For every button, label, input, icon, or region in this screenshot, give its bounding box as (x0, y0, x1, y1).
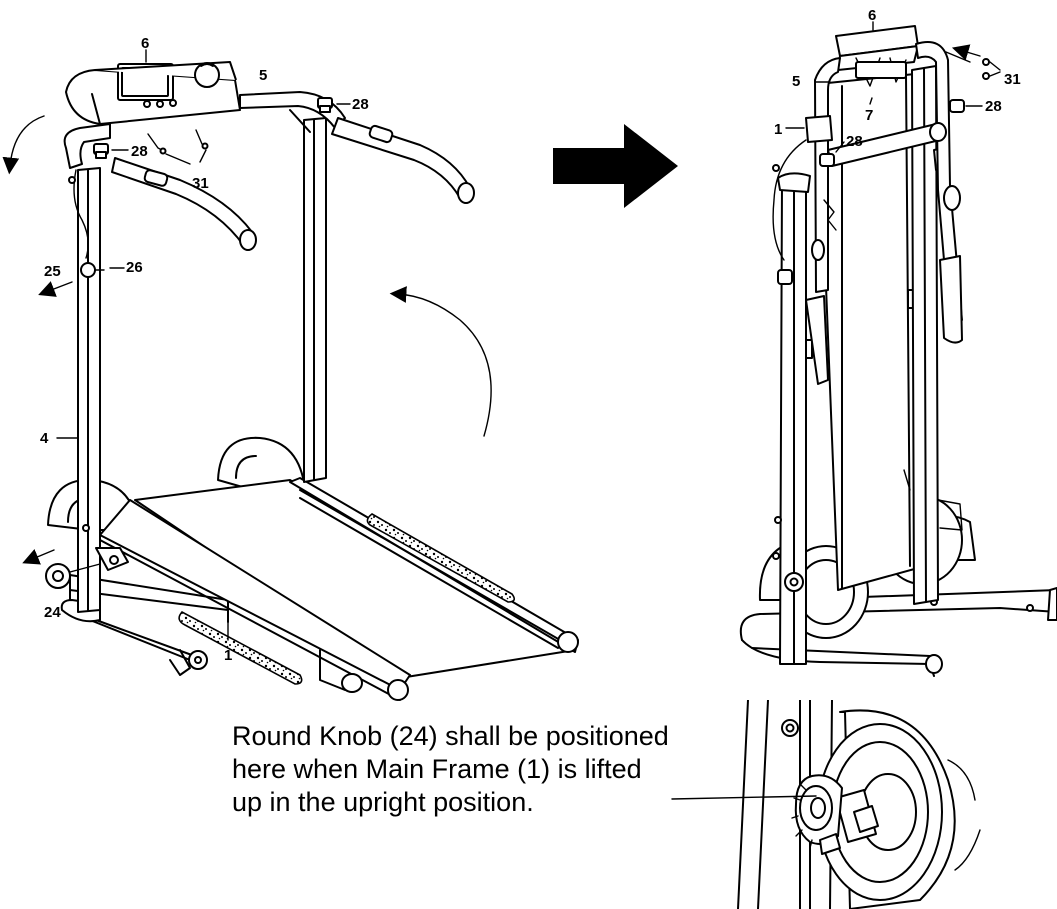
console-cable (68, 169, 89, 259)
folded-cable (772, 139, 807, 261)
folded-left-upright (777, 172, 811, 665)
callout-knob-top-right: 28 (352, 96, 369, 113)
callout-bracket: 7 (865, 107, 873, 124)
knob-28-left (93, 143, 129, 159)
callout-labels: 6 5 28 28 31 25 26 4 24 1 6 5 31 7 28 1 … (40, 7, 1021, 664)
callout-knob-top-left: 28 (131, 143, 148, 160)
running-deck (99, 477, 579, 701)
folded-console (835, 25, 919, 87)
console (65, 61, 241, 125)
left-upright (77, 167, 101, 613)
unfolded-treadmill (2, 49, 579, 701)
callout-console-left: 6 (141, 35, 149, 52)
transition-arrow (553, 124, 678, 208)
folded-round-knob (772, 516, 804, 592)
folded-handlebars (805, 41, 963, 385)
knob-28-right (317, 97, 351, 113)
callout-upright-right: 26 (126, 259, 143, 276)
callout-round-knob: 24 (44, 604, 61, 621)
callout-screws-left: 31 (192, 175, 209, 192)
instruction-caption: Round Knob (24) shall be positioned here… (232, 721, 669, 817)
callout-screws-right: 31 (1004, 71, 1021, 88)
screws-31 (147, 129, 209, 165)
callout-pin: 25 (44, 263, 61, 280)
folded-screws-31 (945, 44, 1001, 80)
callout-handlebar-right: 5 (792, 73, 800, 90)
fold-direction-arrow (389, 286, 492, 437)
callout-console-right: 6 (868, 7, 876, 24)
callout-upright-left: 4 (40, 430, 49, 447)
console-rotation-arrow (2, 115, 45, 175)
folded-knob-28-inner (819, 141, 845, 167)
round-knob-24 (22, 547, 129, 589)
callout-handlebar-left: 5 (259, 67, 267, 84)
pin-25 (38, 262, 125, 297)
caption-pointer-line (671, 795, 817, 800)
right-upright (303, 117, 327, 483)
callout-main-frame-right: 1 (774, 121, 782, 138)
callout-knob-inner: 28 (846, 133, 863, 150)
callout-main-frame-left: 1 (224, 647, 232, 664)
folded-knob-28-outer (949, 99, 983, 113)
folded-treadmill (739, 21, 1057, 677)
detail-view-knob (737, 700, 981, 909)
callout-knob-outer: 28 (985, 98, 1002, 115)
